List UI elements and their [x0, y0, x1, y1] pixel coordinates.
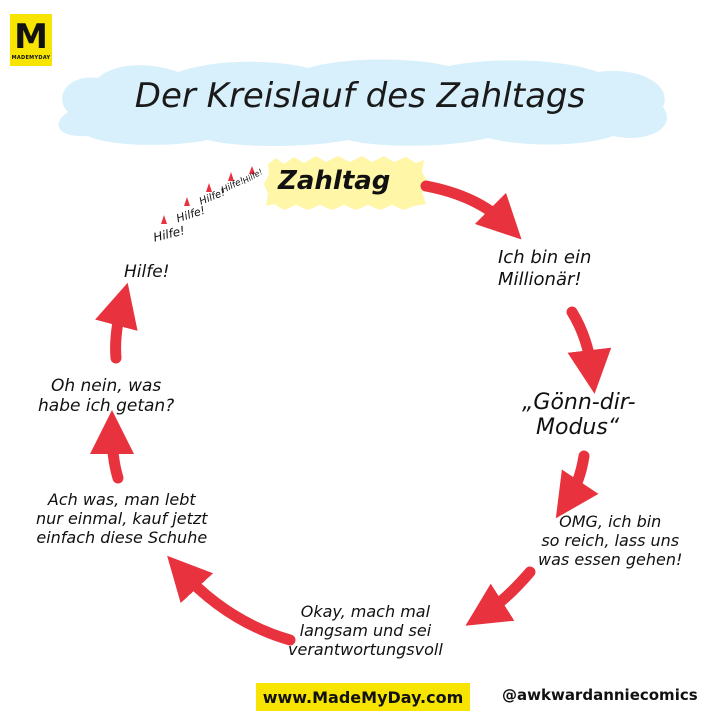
- arrow-shoes-to-regret: [90, 410, 135, 484]
- help-arrow-4: [228, 172, 234, 181]
- step-omg-rich-line1: OMG, ich bin: [559, 512, 662, 531]
- step-careful-line3: verantwortungsvoll: [288, 640, 443, 660]
- payday-highlight: [264, 156, 428, 210]
- arrow-regret-to-help: [95, 282, 138, 364]
- arrow-careful-to-shoes: [167, 555, 296, 646]
- step-buy-shoes-line1: Ach was, man lebt: [47, 490, 196, 509]
- step-omg-rich-line2: so reich, lass uns: [541, 531, 680, 551]
- brand-logo-letter: M: [14, 16, 48, 57]
- arrow-treat-to-omg: [555, 450, 599, 519]
- step-buy-shoes: Ach was, man lebt nur einmal, kauf jetzt…: [36, 490, 208, 548]
- step-millionaire-line1: Ich bin ein: [498, 247, 592, 268]
- step-millionaire: Ich bin ein Millionär!: [498, 247, 591, 290]
- step-careful-line2: langsam und sei: [299, 621, 432, 641]
- help-arrow-2: [184, 197, 190, 206]
- payday-burst: [264, 156, 428, 210]
- help-arrow-5: [249, 166, 255, 174]
- page-title: Der Kreislauf des Zahltags: [134, 76, 586, 116]
- step-treat-mode-line1: „Gönn-dir-: [522, 390, 636, 415]
- step-omg-rich: OMG, ich bin so reich, lass uns was esse…: [538, 512, 682, 570]
- step-buy-shoes-line2: nur einmal, kauf jetzt: [36, 509, 208, 529]
- brand-logo-sub: MADEMYDAY: [11, 54, 51, 61]
- step-omg-rich-line3: was essen gehen!: [538, 550, 683, 570]
- help-arrow-3: [206, 183, 212, 192]
- title-cloud: [58, 59, 667, 146]
- step-regret-line1: Oh nein, was: [50, 376, 162, 396]
- footer-url[interactable]: www.MadeMyDay.com: [256, 683, 470, 711]
- step-help: Hilfe!: [124, 262, 170, 282]
- help-arrow-1: [161, 215, 167, 224]
- step-buy-shoes-line3: einfach diese Schuhe: [36, 528, 208, 548]
- step-millionaire-line2: Millionär!: [498, 268, 582, 290]
- step-treat-mode-line2: Modus“: [536, 415, 620, 441]
- step-regret-line2: habe ich getan?: [38, 396, 175, 417]
- footer-credit: @awkwardanniecomics: [502, 686, 698, 704]
- brand-logo: M MADEMYDAY: [10, 14, 52, 66]
- step-help-line1: Hilfe!: [124, 262, 170, 282]
- step-careful: Okay, mach mal langsam und sei verantwor…: [288, 602, 443, 660]
- title-cloud-shape: [58, 59, 667, 146]
- cycle-start-label: Zahltag: [278, 166, 391, 196]
- arrow-payday-to-millionaire: [420, 180, 522, 240]
- arrow-millionaire-to-treat: [566, 306, 612, 394]
- step-treat-mode: „Gönn-dir- Modus“: [522, 390, 636, 441]
- step-regret: Oh nein, was habe ich getan?: [38, 376, 174, 417]
- arrow-omg-to-careful: [465, 566, 536, 626]
- step-careful-line1: Okay, mach mal: [300, 602, 431, 621]
